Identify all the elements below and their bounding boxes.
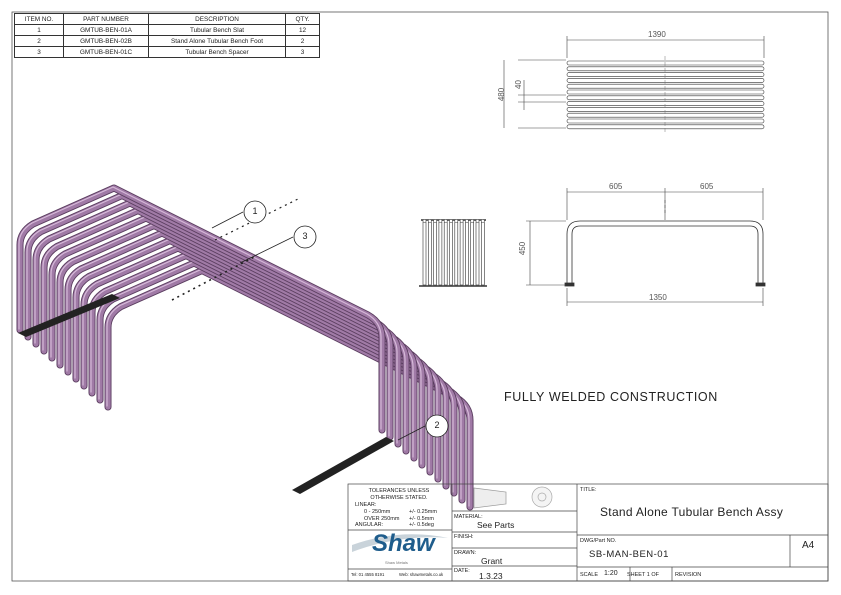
front-view-outline (564, 220, 766, 287)
side-view-tube-end (480, 219, 485, 223)
material-label: MATERIAL: (454, 514, 483, 520)
balloon-leaders (211, 211, 426, 441)
top-view-slat (566, 118, 765, 124)
construction-note: FULLY WELDED CONSTRUCTION (504, 390, 718, 404)
top-view-slat (566, 60, 765, 66)
bom-cell: Tubular Bench Spacer (148, 46, 286, 58)
balloon-2-label: 2 (434, 420, 440, 430)
dim-front-right-half: 605 (700, 182, 714, 191)
scale-label: SCALE (580, 572, 599, 578)
table-row: 3 GMTUB-BEN-01C Tubular Bench Spacer 3 (14, 46, 320, 58)
side-view-tube-end (449, 219, 453, 223)
tube-slat-highlight (18, 186, 382, 430)
drawn-label: DRAWN: (454, 550, 477, 556)
balloon-3-label: 3 (302, 231, 308, 241)
drawing-title: Stand Alone Tubular Bench Assy (600, 505, 784, 519)
finish-label: FINISH: (454, 534, 474, 540)
side-view-tube-end (470, 219, 475, 223)
scale-value: 1:20 (604, 570, 618, 577)
shaw-logo-sub: Shaw Metals (385, 560, 408, 565)
top-view-slat (566, 72, 765, 77)
side-view-tubes (419, 219, 487, 287)
linear-tol-1: +/- 0.25mm (409, 509, 437, 515)
top-view-slat (566, 101, 765, 106)
foot-plate-right (292, 437, 394, 494)
dim-top-width: 1390 (648, 30, 666, 39)
balloon-1 (243, 200, 267, 224)
linear-range-2: OVER 250mm (364, 516, 400, 522)
isometric-tubes (16, 184, 474, 511)
sheet-number: SHEET 1 OF (627, 572, 659, 578)
material-value: See Parts (477, 520, 515, 530)
angular-tol: +/- 0.5deg (409, 522, 434, 528)
top-view-slat (566, 89, 765, 95)
dwg-number: SB-MAN-BEN-01 (589, 549, 669, 560)
spacer-bar (214, 197, 301, 241)
web-text: Web: shawmetals.co.uk (399, 572, 444, 577)
date-label: DATE: (454, 568, 470, 574)
shaw-logo: Shaw (372, 530, 435, 557)
angular-label: ANGULAR: (355, 522, 384, 528)
top-view-slat (566, 78, 765, 83)
linear-range-1: 0 - 250mm (364, 509, 391, 515)
top-view-slat (566, 95, 765, 101)
top-view-slat (566, 112, 765, 118)
balloon-1-label: 1 (252, 206, 258, 216)
dim-front-left-half: 605 (609, 182, 623, 191)
top-view-slat (566, 124, 765, 130)
balloon-3 (293, 225, 317, 249)
top-view-slat (566, 107, 765, 112)
top-view-dimension-lines (503, 36, 765, 129)
side-view-tube-end (438, 219, 443, 223)
dwg-label: DWG/Part NO. (580, 538, 617, 544)
bom-header-row: ITEM NO. PART NUMBER DESCRIPTION QTY. (14, 13, 320, 25)
bill-of-materials-table: ITEM NO. PART NUMBER DESCRIPTION QTY. 1 … (14, 13, 320, 58)
side-view-tube-end (454, 219, 459, 223)
front-view-dimension-lines (526, 188, 764, 306)
title-label: TITLE: (580, 487, 597, 493)
drawn-value: Grant (481, 556, 503, 566)
side-view-tube-end (433, 219, 437, 223)
side-view-tube-end (459, 219, 464, 223)
tolerances-header: TOLERANCES UNLESS OTHERWISE STATED. (368, 488, 430, 501)
shaw-logo-swoosh (352, 534, 448, 552)
top-view-slat (566, 83, 765, 89)
foot-plate-left (18, 294, 120, 337)
side-view-tube-end (443, 219, 448, 223)
spacer-bar (171, 255, 257, 301)
tel-text: Tel: 01 4555 8191 (351, 572, 385, 577)
side-view-tube-end (427, 219, 432, 223)
material-cone-symbol (473, 486, 553, 509)
side-view-tube-end (475, 219, 480, 223)
side-view-tube-end (465, 219, 469, 223)
sheet-size: A4 (802, 540, 815, 551)
revision-label: REVISION (675, 572, 702, 578)
date-value: 1.3.23 (479, 571, 503, 581)
linear-label: LINEAR: (355, 502, 377, 508)
bom-cell: GMTUB-BEN-01C (63, 46, 149, 58)
balloon-2 (425, 414, 449, 438)
table-row: 1 GMTUB-BEN-01A Tubular Bench Slat 12 (14, 24, 320, 36)
side-view-tube-end (422, 219, 427, 223)
top-view-slat (566, 66, 765, 72)
dim-front-base-width: 1350 (649, 293, 667, 302)
linear-tol-2: +/- 0.5mm (409, 516, 434, 522)
bom-cell: 3 (285, 46, 320, 58)
top-view-slats (566, 56, 765, 132)
